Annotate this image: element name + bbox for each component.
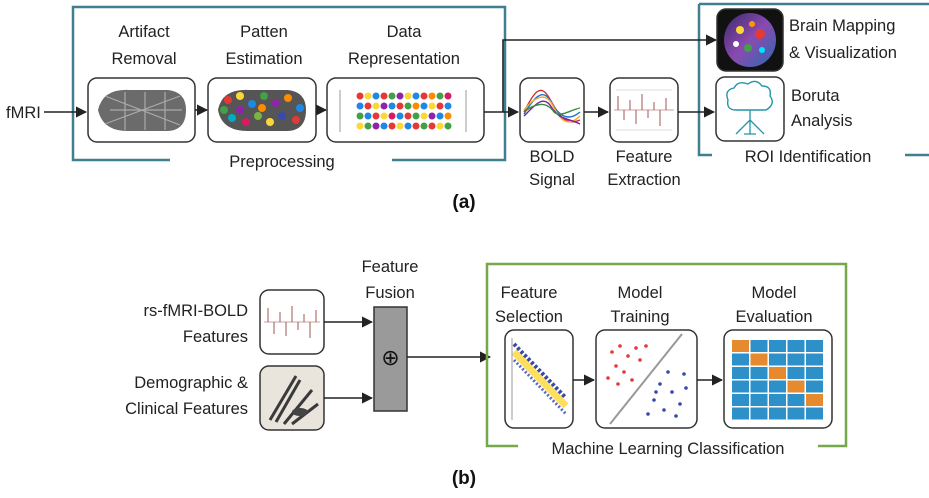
evaluation-cell	[787, 394, 805, 406]
panel-a-caption: (a)	[452, 192, 475, 213]
pattern-estimation-thumbnail	[207, 77, 317, 143]
feature-extraction-label-1: Feature	[616, 148, 673, 166]
evaluation-cell	[732, 367, 749, 379]
feature-fusion-block	[373, 306, 408, 412]
bold-signal-label-1: BOLD	[530, 148, 575, 166]
pattern-estimation-title-1: Patten	[240, 23, 288, 41]
preprocessing-label: Preprocessing	[229, 153, 334, 171]
rsfmri-input-label-1: rs-fMRI-BOLD	[144, 302, 249, 320]
feature-extraction-thumbnail	[609, 77, 679, 143]
evaluation-cell	[750, 407, 768, 420]
evaluation-cell	[787, 367, 805, 379]
feature-extraction-label-2: Extraction	[607, 171, 680, 189]
evaluation-cell	[732, 407, 749, 420]
data-representation-title-1: Data	[387, 23, 423, 41]
model-training-title-1: Model	[618, 284, 663, 302]
artifact-removal-title-1: Artifact	[118, 23, 170, 41]
preprocessing-label-bg	[170, 150, 392, 170]
bold-signal-label-2: Signal	[529, 171, 575, 189]
evaluation-cell	[787, 353, 805, 366]
evaluation-cell	[806, 340, 823, 352]
feature-fusion-label-2: Fusion	[365, 284, 415, 302]
rsfmri-features-thumbnail	[259, 289, 325, 355]
data-representation-thumbnail	[326, 77, 485, 143]
brain-mapping-thumbnail	[716, 8, 784, 72]
boruta-thumbnail	[715, 76, 785, 142]
evaluation-cell	[769, 394, 786, 406]
clinical-input-label-1: Demographic &	[134, 374, 248, 392]
evaluation-cell	[769, 353, 786, 366]
model-evaluation-thumbnail	[723, 329, 833, 429]
evaluation-cell	[806, 353, 823, 366]
boruta-label-2: Analysis	[791, 112, 852, 130]
panel-b: rs-fMRI-BOLD Features Demographic & Clin…	[125, 258, 848, 489]
brain-mapping-label-2: & Visualization	[789, 44, 897, 62]
rsfmri-input-label-2: Features	[183, 328, 248, 346]
model-evaluation-title-1: Model	[752, 284, 797, 302]
evaluation-cell	[787, 407, 805, 420]
ml-label-bg	[518, 436, 818, 456]
evaluation-cell	[806, 407, 823, 420]
data-representation-title-2: Representation	[348, 50, 460, 68]
evaluation-cell	[787, 340, 805, 352]
artifact-removal-title-2: Removal	[111, 50, 176, 68]
ml-classification-label: Machine Learning Classification	[552, 440, 785, 458]
feature-selection-title-2: Selection	[495, 308, 563, 326]
clinical-input-label-2: Clinical Features	[125, 400, 248, 418]
evaluation-cell	[750, 340, 768, 352]
feature-fusion-label-1: Feature	[362, 258, 419, 276]
brain-mapping-label-1: Brain Mapping	[789, 17, 895, 35]
evaluation-cell	[806, 394, 823, 406]
evaluation-cell	[732, 340, 749, 352]
feature-selection-title-1: Feature	[501, 284, 558, 302]
evaluation-cell	[769, 407, 786, 420]
evaluation-cell	[769, 367, 786, 379]
artifact-removal-thumbnail	[87, 77, 196, 143]
clinical-features-thumbnail	[259, 365, 325, 431]
fusion-symbol: ⊕	[381, 345, 399, 370]
evaluation-cell	[769, 380, 786, 393]
model-training-title-2: Training	[611, 308, 670, 326]
evaluation-cell	[769, 340, 786, 352]
evaluation-cell	[732, 394, 749, 406]
model-evaluation-title-2: Evaluation	[735, 308, 812, 326]
pattern-estimation-title-2: Estimation	[225, 50, 302, 68]
arrow-to-brain-mapping	[502, 34, 718, 112]
evaluation-cell	[750, 353, 768, 366]
panel-a: Preprocessing ROI Identification fMRI Ar…	[6, 2, 929, 213]
evaluation-cell	[732, 380, 749, 393]
feature-selection-thumbnail	[504, 329, 574, 429]
evaluation-cell	[787, 380, 805, 393]
model-training-thumbnail	[595, 329, 698, 429]
evaluation-cell	[806, 380, 823, 393]
roi-group-border	[697, 2, 929, 157]
panel-b-caption: (b)	[452, 468, 476, 489]
evaluation-cell	[750, 367, 768, 379]
evaluation-cell	[806, 367, 823, 379]
fmri-input-label: fMRI	[6, 104, 41, 122]
evaluation-cell	[750, 394, 768, 406]
evaluation-cell	[750, 380, 768, 393]
evaluation-cell	[732, 353, 749, 366]
boruta-label-1: Boruta	[791, 87, 840, 105]
bold-signal-thumbnail	[519, 77, 585, 143]
roi-identification-label: ROI Identification	[745, 148, 872, 166]
